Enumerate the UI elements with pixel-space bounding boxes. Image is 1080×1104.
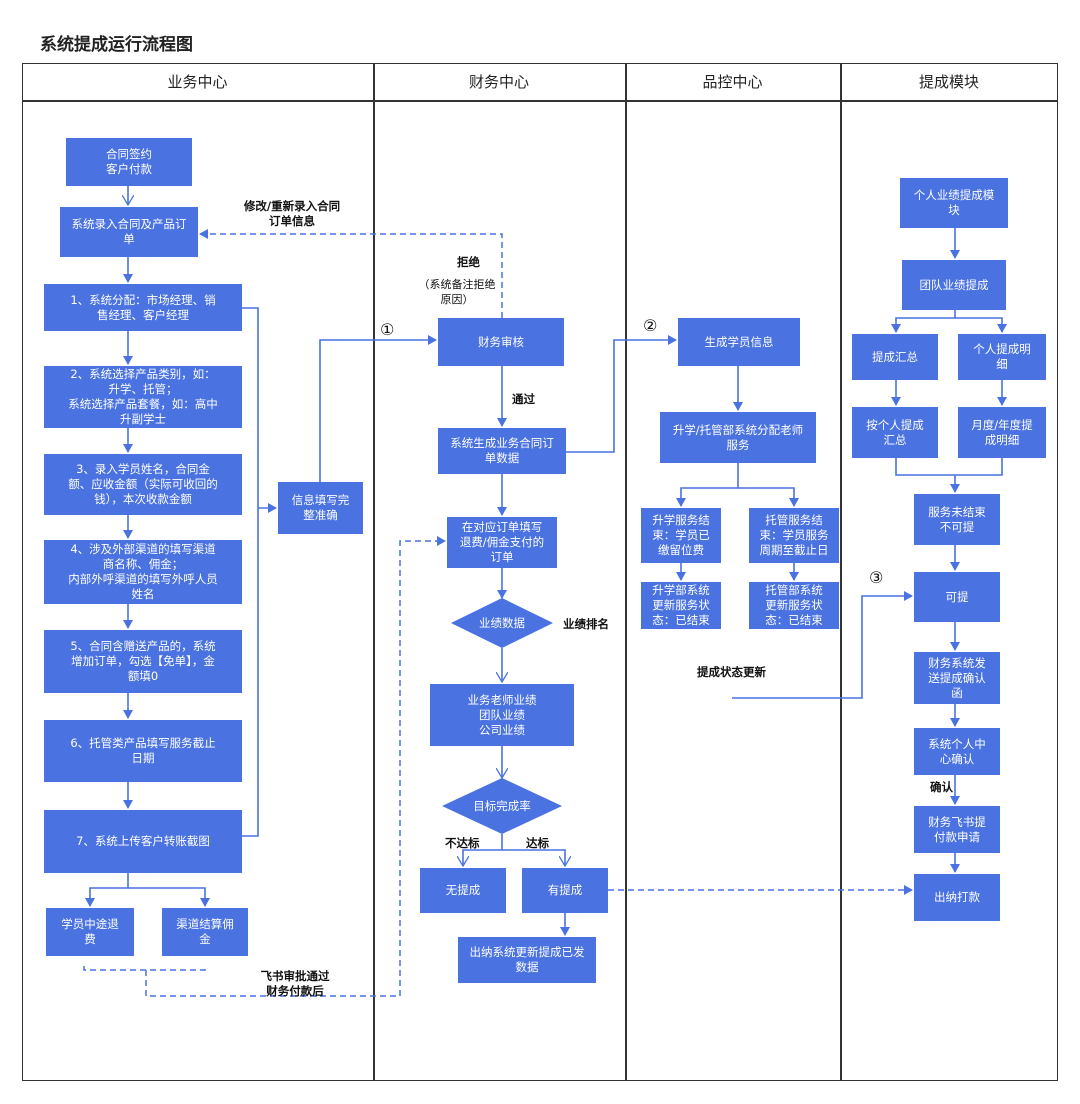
- care-status-update-box: 托管部系统更新服务状态：已结束: [749, 582, 839, 629]
- perf-data-diamond: [451, 598, 553, 648]
- lane-divider: [840, 63, 842, 1081]
- lane-header-qc: 品控中心: [702, 73, 763, 91]
- student-refund-box: 学员中途退费: [46, 908, 134, 956]
- target-rate-diamond: [442, 778, 562, 834]
- contract-sign-box: 合同签约客户付款: [66, 138, 192, 186]
- not-reach-label: 不达标: [445, 836, 480, 850]
- cashier-update-box: 出纳系统更新提成已发数据: [458, 937, 596, 983]
- reject-note-label: （系统备注拒绝原因）: [418, 278, 496, 306]
- personal-detail-box: 个人提成明细: [958, 334, 1046, 380]
- generate-student-box: 生成学员信息: [678, 318, 800, 366]
- by-period-detail-box: 月度/年度提成明细: [958, 407, 1046, 458]
- lane-divider: [373, 63, 375, 1081]
- personal-commission-module-box: 个人业绩提成模块: [900, 178, 1008, 228]
- performance-levels-box: 业务老师业绩团队业绩公司业绩: [430, 684, 574, 746]
- circle-3-label: ③: [869, 568, 884, 587]
- ranking-label: 业绩排名: [563, 617, 609, 631]
- commission-summary-box: 提成汇总: [852, 334, 938, 380]
- pass-label: 通过: [512, 392, 535, 406]
- care-service-end-box: 托管服务结束：学员服务周期至截止日: [749, 508, 839, 563]
- page-title: 系统提成运行流程图: [40, 35, 193, 55]
- perf-data-label: 业绩数据: [479, 616, 525, 630]
- reach-label: 达标: [526, 836, 549, 850]
- by-person-summary-box: 按个人提成汇总: [852, 407, 938, 458]
- edu-status-update-box: 升学部系统更新服务状态：已结束: [641, 582, 721, 629]
- edu-service-end-box: 升学服务结束：学员已缴留位费: [641, 508, 721, 563]
- generate-order-box: 系统生成业务合同订单数据: [438, 428, 566, 474]
- step3-box: 3、录入学员姓名，合同金额、应收金额（实际可收回的钱），本次收款金额: [44, 454, 242, 515]
- circle-2-label: ②: [643, 316, 658, 335]
- has-commission-box: 有提成: [522, 868, 608, 913]
- can-withdraw-box: 可提: [914, 572, 1000, 622]
- lane-header-business: 业务中心: [167, 73, 228, 91]
- feishu-payment-apply-box: 财务飞书提付款申请: [914, 806, 1000, 853]
- circle-1-label: ①: [380, 320, 395, 339]
- assign-teacher-box: 升学/托管部系统分配老师服务: [660, 412, 816, 463]
- step2-box: 2、系统选择产品类别，如：升学、托管；系统选择产品套餐，如：高中升副学士: [44, 366, 242, 428]
- finance-review-box: 财务审核: [438, 318, 564, 366]
- status-update-label: 提成状态更新: [697, 665, 766, 679]
- personal-center-confirm-box: 系统个人中心确认: [914, 728, 1000, 775]
- step6-box: 6、托管类产品填写服务截止日期: [44, 720, 242, 782]
- step5-box: 5、合同含赠送产品的，系统增加订单，勾选【免单】，金额填0: [44, 630, 242, 693]
- modify-label: 修改/重新录入合同订单信息: [243, 199, 341, 228]
- fill-refund-order-box: 在对应订单填写退费/佣金支付的订单: [447, 517, 557, 568]
- reject-label: 拒绝: [457, 255, 480, 269]
- no-commission-box: 无提成: [420, 868, 506, 913]
- target-rate-label: 目标完成率: [473, 799, 531, 813]
- info-verify-box: 信息填写完整准确: [278, 482, 363, 534]
- step4-box: 4、涉及外部渠道的填写渠道商名称、佣金；内部外呼渠道的填写外呼人员姓名: [44, 540, 242, 604]
- lane-header-commission: 提成模块: [918, 73, 979, 91]
- step7-box: 7、系统上传客户转账截图: [44, 810, 242, 873]
- send-confirmation-box: 财务系统发送提成确认函: [914, 652, 1000, 704]
- header-divider: [22, 100, 1058, 102]
- diagram-frame: [22, 63, 1058, 1081]
- lane-divider: [625, 63, 627, 1081]
- feishu-approved-label: 飞书审批通过财务付款后: [260, 969, 330, 998]
- confirm-label: 确认: [930, 780, 953, 794]
- channel-commission-box: 渠道结算佣金: [162, 908, 248, 956]
- service-not-finished-box: 服务未结束不可提: [914, 494, 1000, 545]
- team-commission-box: 团队业绩提成: [902, 260, 1006, 310]
- cashier-pay-box: 出纳打款: [914, 874, 1000, 921]
- lane-header-finance: 财务中心: [468, 73, 529, 91]
- step1-box: 1、系统分配：市场经理、销售经理、客户经理: [44, 284, 242, 331]
- system-entry-box: 系统录入合同及产品订单: [60, 207, 198, 257]
